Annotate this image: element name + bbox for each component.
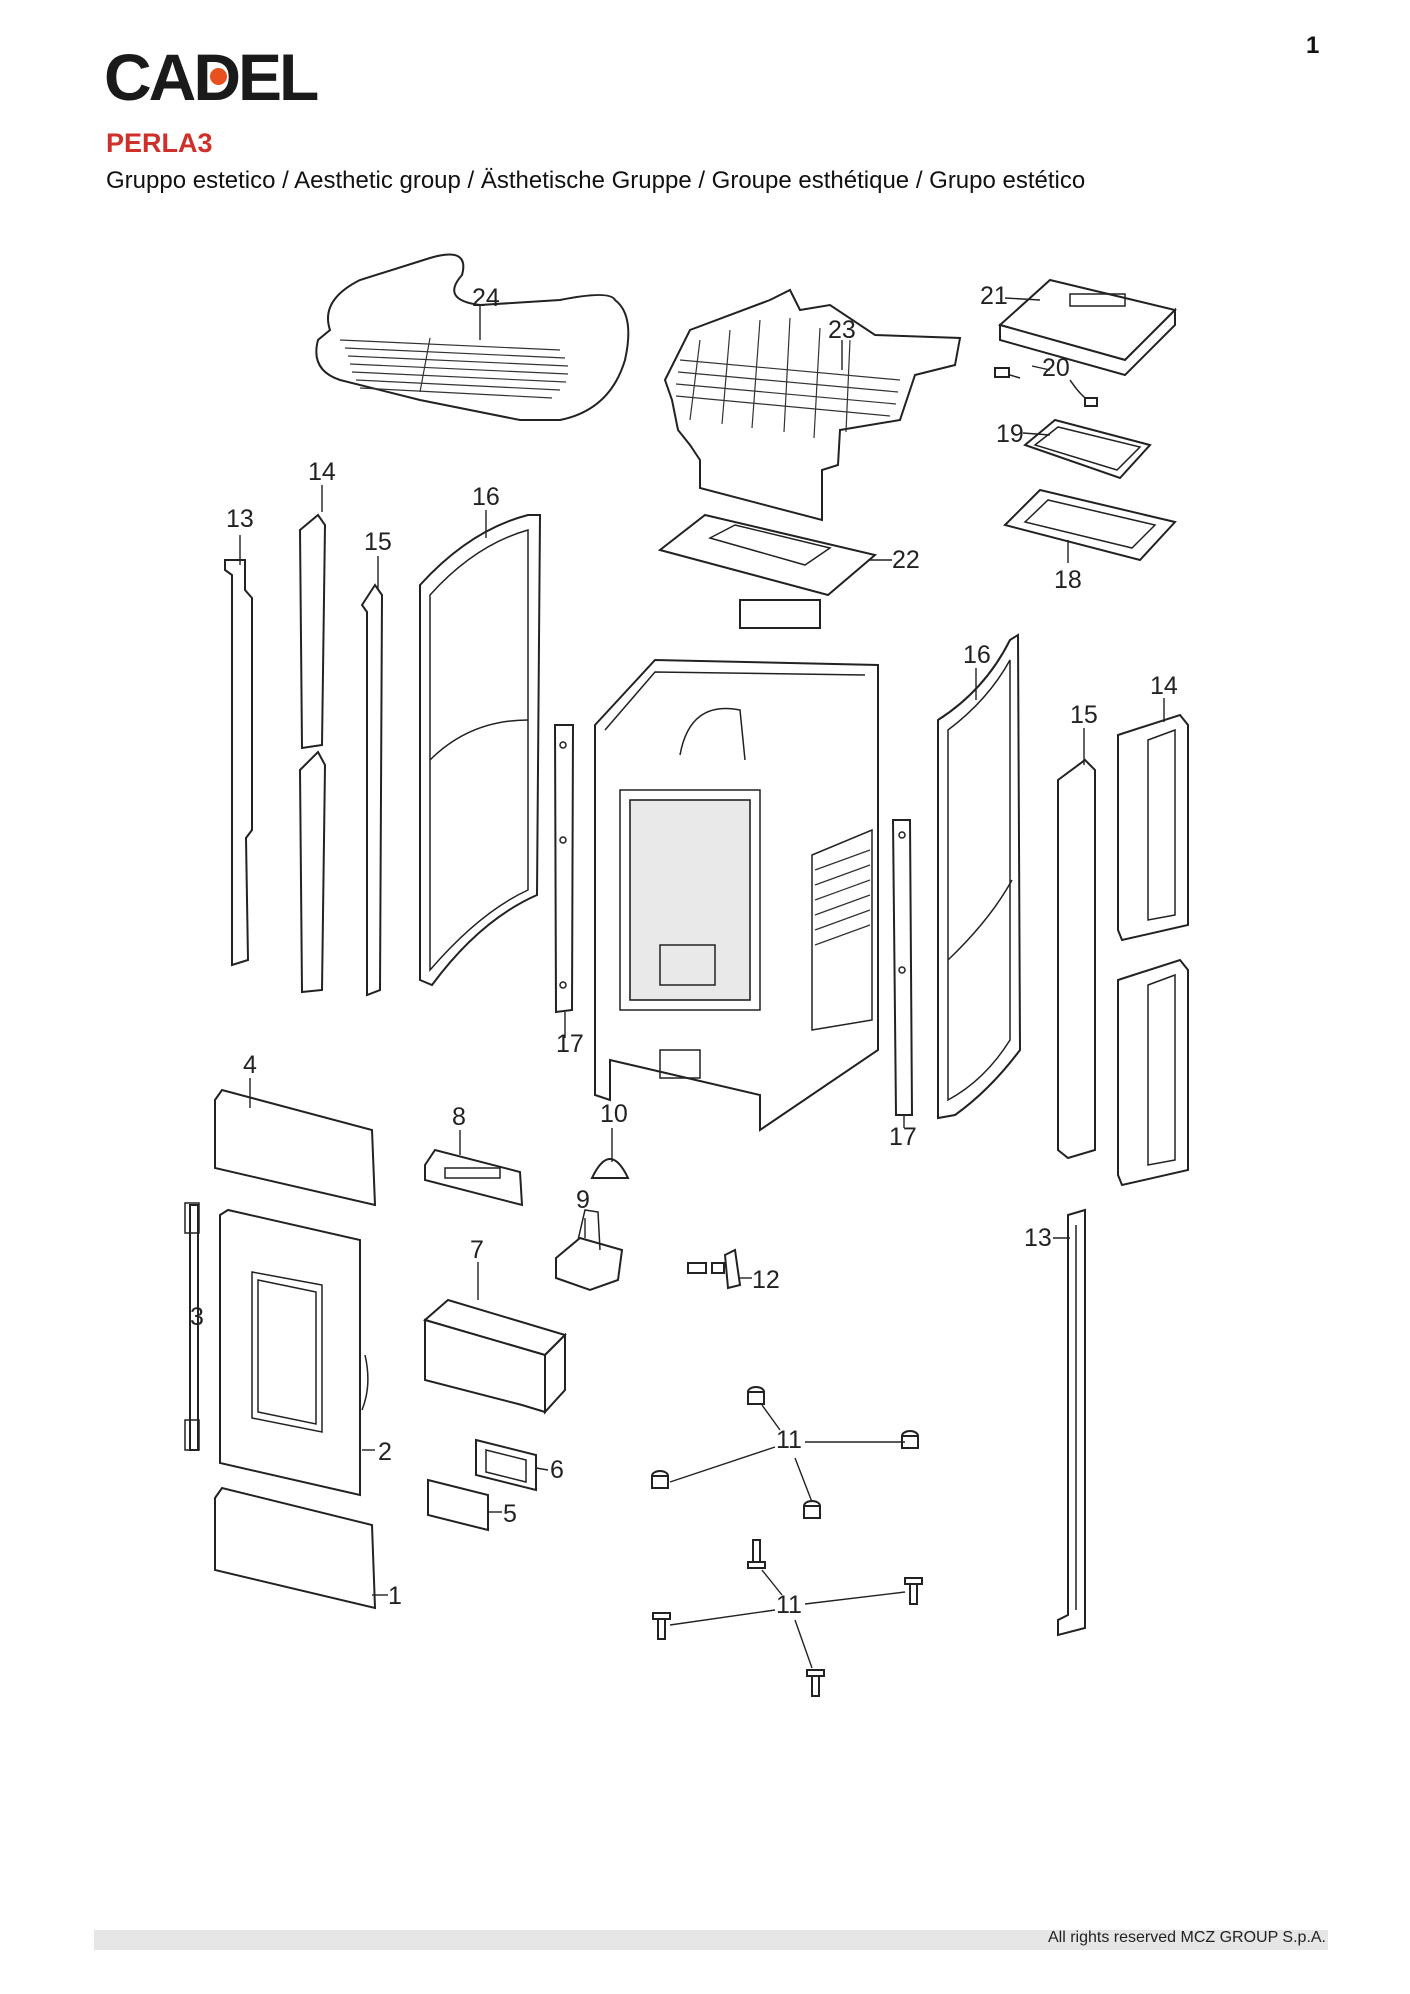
part-feet-upper [651,1386,919,1519]
callout-22: 22 [892,546,920,574]
callout-9: 9 [576,1186,590,1214]
part-side-strip-right [1057,758,1096,1160]
footer-bar [94,1930,1328,1950]
part-cable [994,367,1098,407]
callout-23: 23 [828,316,856,344]
part-burner-pot [555,1209,624,1292]
callout-20: 20 [1042,354,1070,382]
part-fitting [687,1248,742,1290]
page-subtitle: Gruppo estetico / Aesthetic group / Ästh… [106,167,1086,194]
callout-11-lower: 11 [776,1591,802,1619]
callout-4: 4 [243,1051,257,1079]
part-plate-small [427,1478,489,1532]
part-feet-lower [652,1539,923,1697]
part-ash-box [422,1298,567,1415]
callout-17-right: 17 [889,1123,917,1151]
callout-5: 5 [503,1500,517,1528]
model-title: PERLA3 [106,128,213,158]
part-side-rail-right [1057,1208,1086,1637]
callout-15-right: 15 [1070,701,1098,729]
part-main-body [594,599,879,1132]
callout-21: 21 [980,282,1008,310]
part-frame [1003,488,1177,562]
callout-12: 12 [752,1266,780,1294]
part-trim-left [298,513,327,994]
callout-24: 24 [472,284,500,312]
callout-16-right: 16 [963,641,991,669]
callout-1: 1 [388,1582,402,1610]
part-front-panel-lower [214,1486,377,1610]
part-front-panel-upper [214,1088,377,1207]
callout-10: 10 [600,1100,628,1128]
part-top-grille [315,253,630,421]
callout-15-left: 15 [364,528,392,556]
callout-11-upper: 11 [776,1426,802,1454]
callout-13-right: 13 [1024,1224,1052,1252]
part-side-rail-left [224,559,253,967]
part-deflector [590,1158,630,1179]
logo-dot-icon [210,68,227,85]
part-control-panel [997,278,1177,377]
part-top-plate [657,513,878,597]
callout-18: 18 [1054,566,1082,594]
part-trim-right [1117,713,1189,1187]
part-side-strip-left [360,583,384,997]
leader-lines [197,297,1165,1596]
part-side-panel-right [937,633,1022,1120]
part-gasket [1023,418,1152,480]
callout-16-left: 16 [472,483,500,511]
callout-13-left: 13 [226,505,254,533]
callout-14-left: 14 [308,458,336,486]
part-hinge [184,1202,200,1451]
part-bracket-right [891,819,914,1116]
callout-19: 19 [996,420,1024,448]
callout-6: 6 [550,1456,564,1484]
callout-14-right: 14 [1150,672,1178,700]
part-bracket-left [553,724,575,1014]
callout-3: 3 [190,1303,204,1331]
callout-2: 2 [378,1438,392,1466]
callout-17-left: 17 [556,1030,584,1058]
part-side-panel-left [419,514,542,987]
page-number: 1 [1306,32,1320,59]
part-window-small [475,1438,537,1492]
callout-8: 8 [452,1103,466,1131]
brand-logo: CADEL [104,44,324,110]
part-grid-cover [663,288,962,522]
callout-7: 7 [470,1236,484,1264]
footer-copyright: All rights reserved MCZ GROUP S.p.A. [1048,1929,1326,1946]
part-tray [424,1148,524,1207]
part-door [219,1208,369,1497]
